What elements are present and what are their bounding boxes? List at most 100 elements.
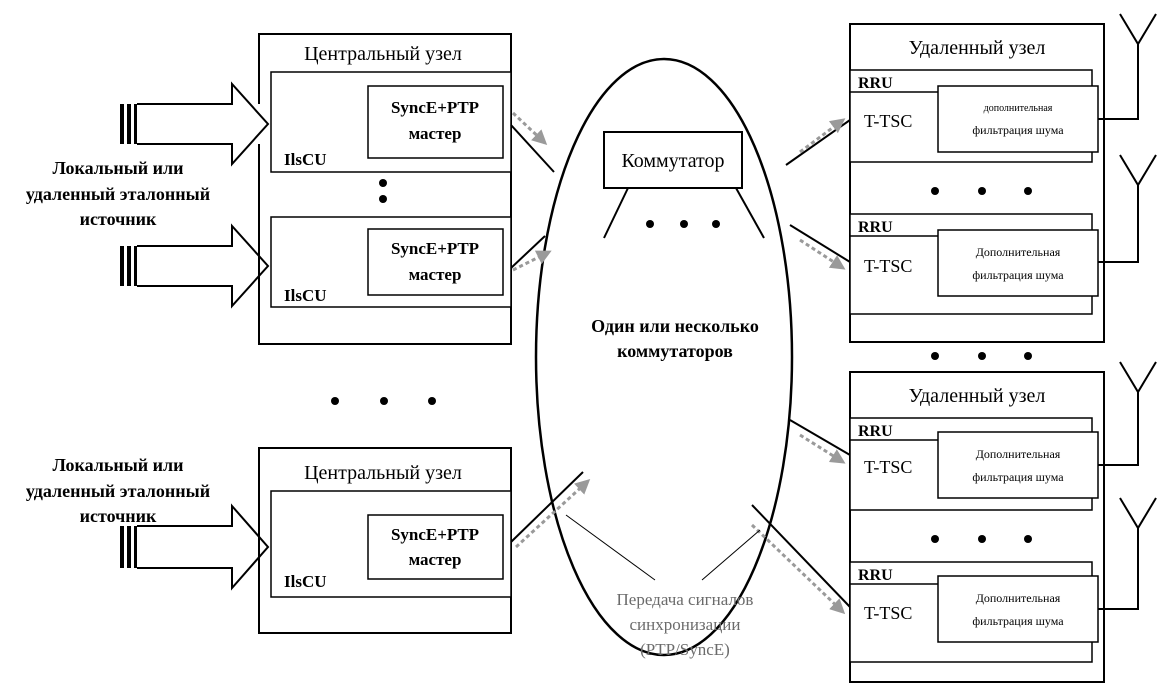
- reference-source-2: [120, 223, 270, 309]
- ellipsis-dot: [331, 397, 339, 405]
- noise-filter-box: [937, 431, 1099, 499]
- ellipsis-dot: [712, 220, 720, 228]
- ellipsis-dot: [680, 220, 688, 228]
- tsc-label: T-TSC: [864, 457, 912, 477]
- link-line: [789, 224, 851, 263]
- source-line-3: источник: [80, 506, 157, 526]
- source-label-2: Локальный или удаленный эталонный источн…: [26, 455, 210, 526]
- reference-source-1: [120, 81, 270, 167]
- master-line-2: мастер: [409, 265, 462, 284]
- reference-source-3: [120, 503, 270, 591]
- noise-filter-box: [937, 85, 1099, 153]
- filter-line-2: фильтрация шума: [972, 614, 1064, 628]
- switch-link: [603, 187, 629, 239]
- antenna-icon: [1119, 497, 1157, 530]
- ilscu-label: IlsCU: [284, 572, 327, 591]
- central-links: [510, 111, 591, 549]
- remote-node-title: Удаленный узел: [909, 37, 1046, 59]
- master-line-1: SyncE+PTP: [391, 98, 479, 117]
- signal-note-line-1: Передача сигналов: [617, 590, 754, 609]
- ellipsis-dot: [380, 397, 388, 405]
- rru-label: RRU: [858, 567, 893, 584]
- central-node-2: Центральный узел SyncE+PTP мастер IlsCU: [258, 447, 512, 634]
- central-node-title: Центральный узел: [304, 43, 462, 65]
- ellipsis-dot: [428, 397, 436, 405]
- link-line: [510, 235, 546, 269]
- ellipsis-dot: [931, 352, 939, 360]
- filter-line-2: фильтрация шума: [972, 268, 1064, 282]
- tsc-label: T-TSC: [864, 111, 912, 131]
- note-pointer: [565, 514, 656, 581]
- cloud-label-line-2: коммутаторов: [617, 341, 733, 361]
- sync-signal-arrow: [514, 478, 591, 549]
- sync-signal-arrow: [511, 111, 548, 146]
- filter-line-1: дополнительная: [984, 103, 1053, 114]
- ellipsis-dot: [931, 535, 939, 543]
- tsc-label: T-TSC: [864, 256, 912, 276]
- filter-line-2: фильтрация шума: [972, 470, 1064, 484]
- network-ellipse: [534, 57, 794, 657]
- ilscu-label: IlsCU: [284, 286, 327, 305]
- reference-source-icon: [120, 246, 137, 286]
- noise-filter-box: [937, 229, 1099, 297]
- ellipsis-dot: [1024, 535, 1032, 543]
- rru-label: RRU: [858, 219, 893, 236]
- master-box: [367, 514, 504, 580]
- source-line-3: источник: [80, 209, 157, 229]
- filter-line-1: Дополнительная: [976, 591, 1061, 605]
- input-arrow-icon: [137, 81, 270, 167]
- switch-label: Коммутатор: [621, 150, 724, 172]
- switch-link: [735, 187, 765, 239]
- master-box: [367, 228, 504, 296]
- reference-source-icon: [120, 526, 137, 568]
- link-line: [789, 419, 851, 456]
- reference-source-icon: [120, 104, 270, 144]
- ilscu-label: IlsCU: [284, 150, 327, 169]
- master-line-1: SyncE+PTP: [391, 525, 479, 544]
- antenna-feed: [1098, 44, 1139, 120]
- antenna-feed: [1098, 185, 1139, 263]
- rru-label: RRU: [858, 75, 893, 92]
- sync-signal-arrow: [799, 118, 846, 154]
- remote-ellipsis: [931, 352, 1032, 360]
- sync-signal-arrow: [799, 238, 846, 270]
- source-label-1: Локальный или удаленный эталонный источн…: [26, 158, 210, 229]
- ellipsis-dot: [1024, 352, 1032, 360]
- input-arrow-icon: [137, 223, 270, 309]
- note-pointer: [701, 529, 761, 581]
- source-line-1: Локальный или: [53, 455, 184, 475]
- input-arrow-icon: [137, 503, 270, 591]
- central-node-title: Центральный узел: [304, 462, 462, 484]
- antenna-icon: [1119, 13, 1157, 46]
- ellipsis-dot: [978, 535, 986, 543]
- ellipsis-dot: [646, 220, 654, 228]
- ellipsis-dot: [931, 187, 939, 195]
- rru-label: RRU: [858, 423, 893, 440]
- link-line: [510, 471, 584, 543]
- signal-note-line-2: синхронизации: [630, 615, 741, 634]
- switch-box: [603, 131, 743, 189]
- source-line-1: Локальный или: [53, 158, 184, 178]
- antenna-feed: [1098, 528, 1139, 610]
- source-line-2: удаленный эталонный: [26, 184, 210, 204]
- ellipsis-dot: [379, 195, 387, 203]
- master-line-2: мастер: [409, 550, 462, 569]
- remote-links: [750, 118, 851, 615]
- filter-line-1: Дополнительная: [976, 245, 1061, 259]
- filter-line-2: фильтрация шума: [972, 123, 1064, 137]
- antenna-icon: [1119, 154, 1157, 187]
- tsc-label: T-TSC: [864, 603, 912, 623]
- cloud-label-line-1: Один или несколько: [591, 316, 759, 336]
- link-line: [785, 119, 851, 166]
- source-line-2: удаленный эталонный: [26, 481, 210, 501]
- antenna-icon: [1119, 361, 1157, 394]
- ellipsis-dot: [978, 352, 986, 360]
- ellipsis-dot: [978, 187, 986, 195]
- antenna-feed: [1098, 392, 1139, 466]
- remote-node-1: Удаленный узел RRU T-TSC дополнительная …: [849, 13, 1157, 343]
- remote-node-2: Удаленный узел RRU T-TSC Дополнительная …: [849, 361, 1157, 683]
- sync-signal-arrow: [799, 433, 846, 464]
- switch-network: Коммутатор Один или несколько коммутатор…: [534, 57, 794, 657]
- central-node-1: Центральный узел SyncE+PTP мастер IlsCU …: [258, 33, 512, 345]
